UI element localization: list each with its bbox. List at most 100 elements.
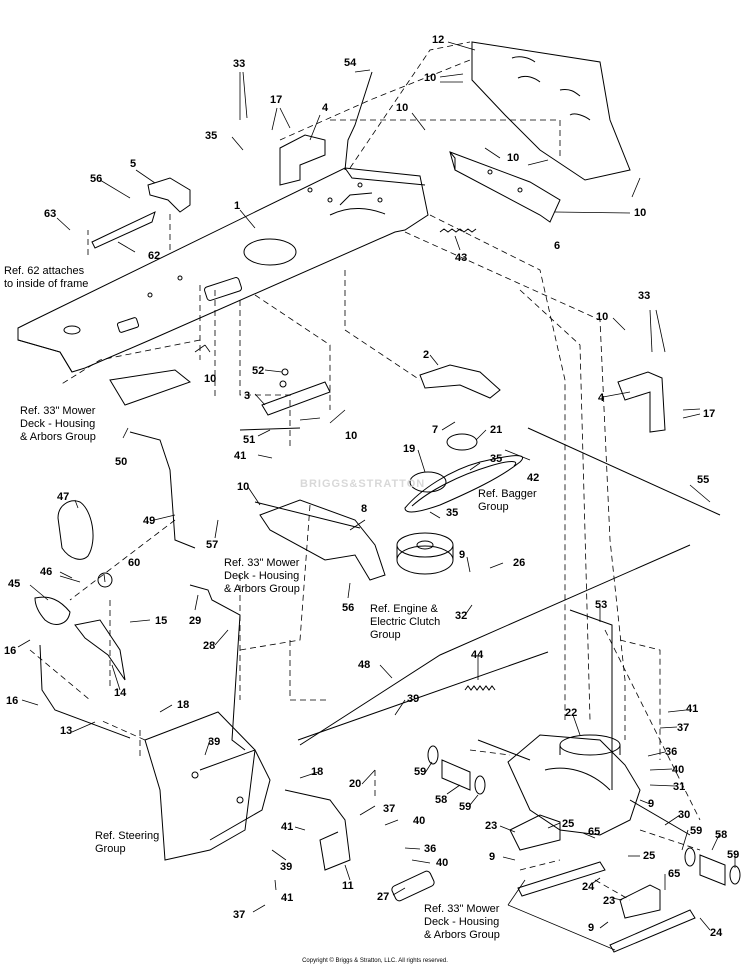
callout-40: 40 — [672, 764, 685, 776]
callout-37: 37 — [383, 803, 396, 815]
callout-10: 10 — [634, 207, 647, 219]
callout-24: 24 — [582, 881, 595, 893]
side-plate-part — [91, 211, 156, 249]
callout-39: 39 — [208, 736, 221, 748]
callout-35: 35 — [205, 130, 218, 142]
belt-part — [404, 455, 523, 513]
callout-40: 40 — [436, 857, 449, 869]
callout-45: 45 — [8, 578, 21, 590]
callout-3: 3 — [244, 390, 251, 402]
washer-part — [281, 368, 289, 376]
washer-part — [474, 775, 486, 795]
callout-44: 44 — [471, 649, 484, 661]
callout-10: 10 — [345, 430, 358, 442]
callout-9: 9 — [459, 549, 466, 561]
lever-bracket-part — [261, 381, 331, 416]
link-rod-part — [239, 427, 301, 431]
steering-bracket-part — [199, 749, 271, 841]
callout-59: 59 — [690, 825, 703, 837]
callout-28: 28 — [203, 640, 216, 652]
brake-rod-part — [569, 609, 613, 790]
callout-41: 41 — [686, 703, 699, 715]
right-bracket-part — [617, 371, 666, 433]
callout-51: 51 — [243, 434, 256, 446]
callout-58: 58 — [435, 794, 448, 806]
washer-part — [279, 380, 287, 388]
electric-clutch-part — [396, 532, 454, 575]
callout-20: 20 — [349, 778, 362, 790]
callout-7: 7 — [432, 424, 439, 436]
callout-10: 10 — [507, 152, 520, 164]
callout-16: 16 — [6, 695, 19, 707]
axle-bracket-part — [619, 884, 661, 919]
callout-46: 46 — [40, 566, 53, 578]
callout-10: 10 — [596, 311, 609, 323]
callout-62: 62 — [148, 250, 161, 262]
callout-23: 23 — [603, 895, 616, 907]
callout-39: 39 — [280, 861, 293, 873]
callout-36: 36 — [665, 746, 678, 758]
callout-35: 35 — [490, 453, 503, 465]
callout-41: 41 — [234, 450, 247, 462]
callout-53: 53 — [595, 599, 608, 611]
lift-shaft-part — [254, 501, 361, 529]
watermark: BRIGGS&STRATTON — [300, 478, 426, 490]
axle-bracket-part — [509, 814, 561, 851]
hole — [191, 771, 199, 779]
callout-17: 17 — [270, 94, 283, 106]
callout-37: 37 — [677, 722, 690, 734]
callout-37: 37 — [233, 909, 246, 921]
lift-lever-part — [259, 499, 386, 581]
callout-59: 59 — [414, 766, 427, 778]
bracket-plate-part — [471, 41, 631, 181]
lift-rod-part — [129, 431, 196, 549]
callout-24: 24 — [710, 927, 723, 939]
belt-inner — [411, 461, 517, 507]
callout-leader-lines — [17, 41, 736, 951]
callout-5: 5 — [130, 158, 137, 170]
callout-4: 4 — [322, 102, 329, 114]
callout-26: 26 — [513, 557, 526, 569]
callout-56: 56 — [342, 602, 355, 614]
callout-59: 59 — [459, 801, 472, 813]
copyright-text: Copyright © Briggs & Stratton, LLC. All … — [302, 958, 448, 964]
callout-10: 10 — [396, 102, 409, 114]
callout-25: 25 — [643, 850, 656, 862]
assembly-guide-lines — [29, 41, 701, 901]
cable-part — [527, 427, 721, 516]
callout-6: 6 — [554, 240, 561, 252]
callout-16: 16 — [4, 645, 17, 657]
callout-23: 23 — [485, 820, 498, 832]
pulley-part — [409, 471, 447, 493]
mounting-bracket-part — [449, 151, 561, 223]
callout-41: 41 — [281, 821, 294, 833]
callout-39: 39 — [407, 693, 420, 705]
callout-4: 4 — [598, 392, 605, 404]
callout-2: 2 — [423, 349, 430, 361]
callout-58: 58 — [715, 829, 728, 841]
long-rod-part — [297, 651, 549, 741]
washer-part — [729, 865, 741, 885]
callout-22: 22 — [565, 707, 578, 719]
callout-31: 31 — [673, 781, 686, 793]
lever-part — [74, 619, 126, 681]
callout-35: 35 — [446, 507, 459, 519]
link-rod-part — [109, 369, 192, 406]
callout-12: 12 — [432, 34, 445, 46]
callout-18: 18 — [177, 699, 190, 711]
callout-52: 52 — [252, 365, 265, 377]
callout-48: 48 — [358, 659, 371, 671]
spring-part — [464, 685, 496, 691]
bushing-part — [441, 759, 471, 791]
link-arm-part — [609, 909, 696, 953]
pedal-shaft-part — [39, 644, 131, 739]
callout-55: 55 — [697, 474, 710, 486]
rod-part — [189, 584, 246, 751]
callout-21: 21 — [490, 424, 503, 436]
